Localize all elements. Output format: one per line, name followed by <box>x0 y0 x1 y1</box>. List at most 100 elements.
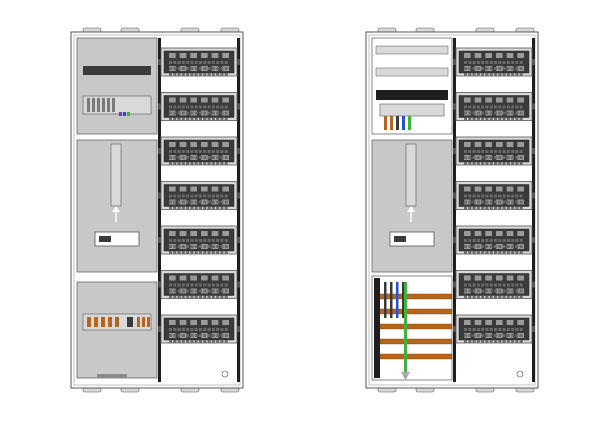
module-hatch-dot <box>194 245 198 248</box>
module-hatch-dot <box>190 239 194 242</box>
module-hatch-dot <box>169 111 172 115</box>
module-hatch-dot <box>216 150 220 153</box>
module-hatch-dot <box>186 206 190 210</box>
rail-end-tab <box>158 326 161 332</box>
module-hatch-dot <box>207 150 211 153</box>
module-hatch-dot <box>220 328 224 331</box>
module-hatch-dot <box>169 73 172 76</box>
module-hatch-dot <box>224 162 228 165</box>
module-hatch-dot <box>468 289 472 293</box>
module-slot <box>506 53 514 58</box>
module-hatch-dot <box>476 295 480 299</box>
module-hatch-dot <box>472 245 476 248</box>
module-hatch-dot <box>199 295 202 299</box>
module-hatch-dot <box>211 295 215 299</box>
rail-end-tab <box>158 281 161 288</box>
module-hatch-dot <box>502 156 506 159</box>
module-hatch-dot <box>515 289 519 293</box>
module-hatch-dot <box>181 283 185 287</box>
module-hatch-dot <box>519 239 523 242</box>
module-hatch-dot <box>498 67 502 70</box>
module-hatch-dot <box>481 111 485 115</box>
breaker-unit <box>87 317 91 327</box>
module-slot <box>464 142 471 147</box>
module-slot <box>474 186 482 192</box>
terminal-clamp <box>102 98 105 112</box>
meter-arrow-head <box>112 206 120 212</box>
module-slot <box>517 231 524 236</box>
module-hatch-dot <box>476 111 480 115</box>
module-slot <box>517 320 524 325</box>
module-hatch-dot <box>207 73 211 76</box>
module-hatch-dot <box>506 61 510 64</box>
module-hatch-dot <box>181 239 185 242</box>
breaker-unit <box>108 317 112 327</box>
module-hatch-dot <box>476 105 480 109</box>
module-hatch-dot <box>498 334 502 337</box>
module-hatch-dot <box>498 150 502 153</box>
module-slot <box>464 275 471 281</box>
module-slot <box>474 53 482 58</box>
module-hatch-dot <box>173 156 177 159</box>
module-hatch-dot <box>190 162 194 165</box>
module-hatch-dot <box>199 194 202 198</box>
module-hatch-dot <box>181 245 185 248</box>
busbar <box>379 323 453 330</box>
cabinet-2 <box>365 27 539 393</box>
module-hatch-dot <box>494 340 497 343</box>
module-hatch-dot <box>498 340 502 343</box>
module-slot <box>506 110 514 116</box>
module-hatch-dot <box>476 73 480 76</box>
module-hatch-dot <box>173 295 177 299</box>
module-hatch-dot <box>190 200 194 204</box>
module-slot <box>496 231 503 236</box>
terminal-clamp <box>87 98 90 112</box>
module-hatch-dot <box>186 328 190 331</box>
module-slot <box>485 110 492 116</box>
module-hatch-dot <box>216 67 220 70</box>
module-hatch-dot <box>224 245 228 248</box>
module-slot <box>201 275 208 281</box>
module-hatch-dot <box>199 334 202 337</box>
module-hatch-dot <box>194 295 198 299</box>
module-slot <box>464 244 471 249</box>
module-hatch-dot <box>216 295 220 299</box>
module-hatch-dot <box>194 239 198 242</box>
module-hatch-dot <box>173 73 177 76</box>
module-hatch-dot <box>502 67 506 70</box>
module-slot <box>464 66 471 71</box>
module-hatch-dot <box>498 251 502 254</box>
module-hatch-dot <box>464 328 467 331</box>
module-hatch-dot <box>216 340 220 343</box>
module-hatch-dot <box>173 67 177 70</box>
module-hatch-dot <box>494 61 497 64</box>
module-hatch-dot <box>468 206 472 210</box>
module-hatch-dot <box>186 245 190 248</box>
module-hatch-dot <box>169 105 172 109</box>
module-hatch-dot <box>199 117 202 121</box>
module-hatch-dot <box>181 117 185 121</box>
module-hatch-dot <box>515 73 519 76</box>
module-slot <box>190 110 197 116</box>
module-hatch-dot <box>519 61 523 64</box>
module-slot <box>190 288 197 294</box>
module-hatch-dot <box>224 251 228 254</box>
module-hatch-dot <box>173 194 177 198</box>
module-hatch-dot <box>481 206 485 210</box>
bus-feed-wire <box>402 282 405 318</box>
module-slot <box>190 333 197 338</box>
module-hatch-dot <box>485 111 489 115</box>
terminal-clamp <box>97 98 100 112</box>
module-slot <box>222 97 229 103</box>
module-slot <box>211 142 219 147</box>
module-hatch-dot <box>511 200 515 204</box>
module-hatch-dot <box>468 150 472 153</box>
module-hatch-dot <box>502 73 506 76</box>
module-slot <box>506 288 514 294</box>
module-hatch-dot <box>199 156 202 159</box>
module-hatch-dot <box>481 295 485 299</box>
module-hatch-dot <box>464 162 467 165</box>
module-hatch-dot <box>177 156 181 159</box>
module-slot <box>211 333 219 338</box>
